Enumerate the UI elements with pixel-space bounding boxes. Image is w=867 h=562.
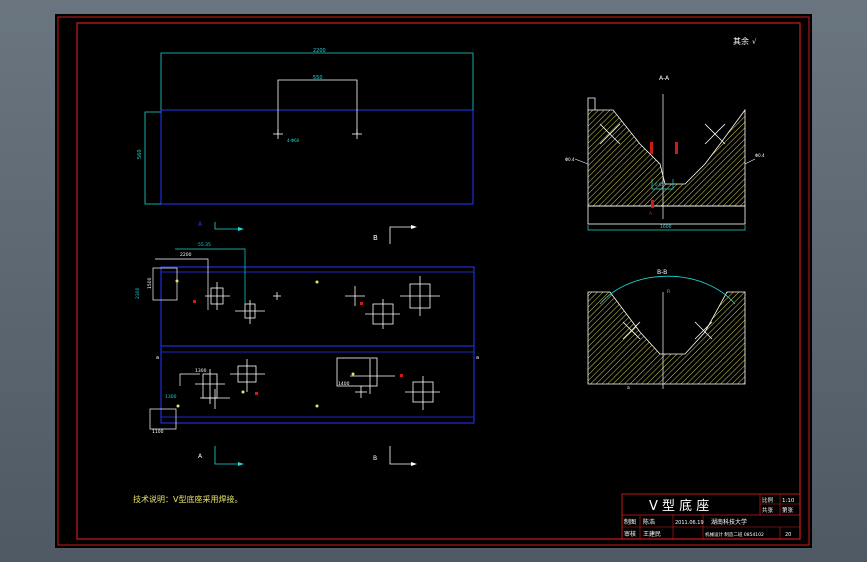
dim-inner: 550 (313, 75, 323, 81)
ratio-value: 1:10 (782, 498, 795, 504)
title-block: V 型 底 座 比例 1:10 共张 第张 制图 陈浩 审核 王建民 2011.… (621, 493, 801, 540)
dim-lower1: 1300 (195, 368, 207, 374)
section-label-a-bottom: A (198, 453, 203, 460)
drawn-label: 制图 (624, 518, 636, 526)
roughness-note: 其余 (733, 36, 749, 46)
section-aa: A-A Φ0.4 Φ0.4 1600 0.05 A (565, 75, 765, 231)
side-mark-left: a (156, 355, 159, 361)
class-id: 机械设计 制造二班 0854102 (705, 531, 764, 538)
dim-aa-center: 0.05 (655, 182, 664, 187)
drawing-title: V 型 底 座 (649, 498, 709, 514)
red-markers (193, 300, 403, 395)
checked-label: 审核 (624, 530, 636, 538)
roughness-symbol-icon: √ (752, 38, 757, 46)
drawing-code: 20 (785, 532, 791, 538)
section-bb-title: B-B (657, 269, 667, 276)
tech-note: 技术说明：V型底座采用焊接。 (133, 494, 242, 504)
dim-top1: 55.35 (198, 242, 211, 248)
plan-view-top: 2200 550 560 4-Φ60 (137, 48, 474, 205)
section-arrow-a-bottom: A (198, 446, 244, 466)
cad-drawing-canvas[interactable]: 其余 √ 2200 550 560 4-Φ60 A B (55, 14, 812, 548)
mark-bb: a (627, 386, 630, 391)
front-view: 55.35 2200 2300 1500 (135, 242, 479, 435)
dim-lower2: 1100 (152, 429, 164, 435)
dim-top2: 2200 (180, 252, 192, 258)
dim-aa-bottom: 1600 (660, 224, 672, 230)
ratio-label: 比例 (762, 496, 774, 504)
section-label-b-bottom: B (373, 455, 377, 462)
cad-drawing-svg: 其余 √ 2200 550 560 4-Φ60 A B (57, 16, 810, 546)
school-name: 湖南科技大学 (711, 518, 747, 526)
side-mark-right: a (476, 355, 479, 361)
dim-aa-right: Φ0.4 (755, 153, 765, 158)
dim-right: 1400 (338, 381, 350, 387)
outer-frame (57, 16, 810, 546)
dim-height: 560 (137, 149, 143, 159)
dim-width: 2200 (313, 48, 326, 54)
inner-frame (76, 22, 801, 540)
weld-markers (175, 279, 355, 408)
qty-label: 共张 (762, 506, 774, 514)
section-arrow-a-top: A (198, 221, 244, 231)
section-label-a-top: A (198, 221, 203, 228)
section-arrow-b-top: B (373, 225, 417, 244)
mark-aa: A (649, 211, 653, 217)
section-arrow-b-bottom: B (373, 446, 417, 466)
dim-mid: 1300 (165, 394, 177, 400)
dim-left2: 1500 (147, 277, 153, 289)
drawing-date: 2011.06.19 (675, 520, 704, 526)
sheet-label: 第张 (782, 506, 794, 514)
dim-left1: 2300 (135, 287, 141, 299)
dim-aa-left: Φ0.4 (565, 157, 575, 162)
section-bb: B-B R a (587, 269, 746, 391)
hole-mark-icon (273, 129, 362, 139)
dim-small: 4-Φ60 (287, 138, 300, 143)
section-aa-title: A-A (659, 75, 670, 82)
drawn-name: 陈浩 (643, 518, 655, 526)
dim-bb-arc: R (667, 289, 670, 295)
section-label-b-top: B (373, 234, 378, 242)
checked-name: 王建民 (643, 530, 661, 538)
